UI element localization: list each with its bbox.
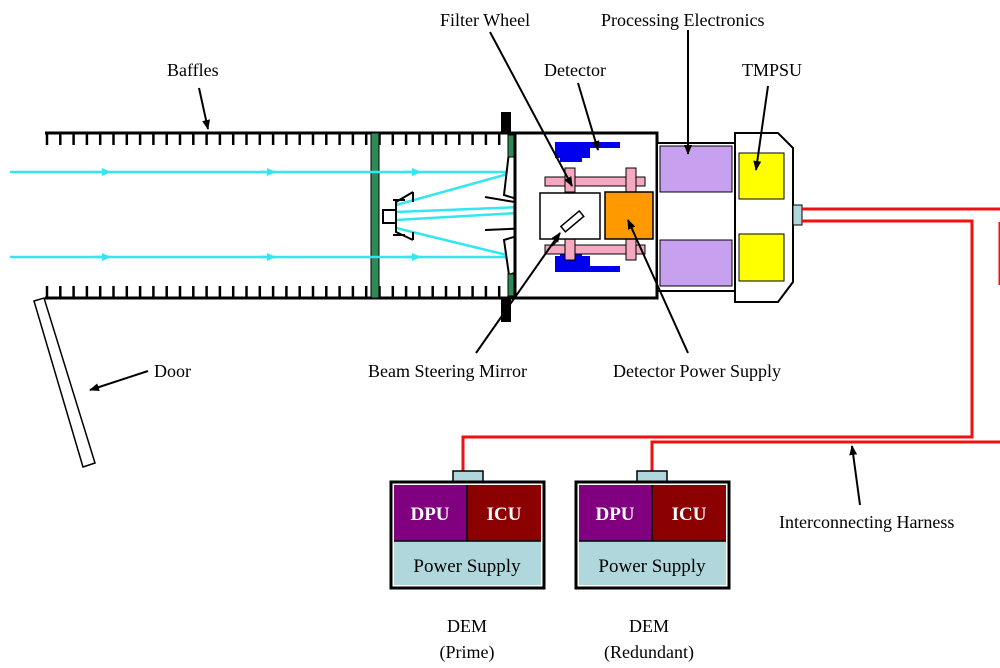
detector-power-supply [604, 191, 654, 240]
door-label: Door [154, 361, 191, 381]
dem-redundant: DPU ICU Power Supply [574, 470, 731, 590]
dem-prime: DPU ICU Power Supply [389, 470, 546, 590]
tmpsu [734, 132, 803, 303]
interconnecting-harness [461, 207, 1000, 472]
dpu-label: DPU [595, 504, 634, 525]
dem-prime-role: (Prime) [440, 642, 495, 663]
callout-arrows [89, 30, 861, 506]
processing-electronics-label: Processing Electronics [601, 10, 764, 30]
ray-direction-arrows [95, 168, 421, 261]
dpu-label: DPU [410, 504, 449, 525]
harness-connector [792, 204, 803, 226]
detector-label: Detector [544, 60, 606, 80]
interconnecting-harness-label: Interconnecting Harness [779, 512, 954, 532]
power-supply-label: Power Supply [413, 556, 521, 577]
bulkhead [370, 132, 380, 299]
mount-flange-top [501, 112, 511, 133]
baffles-top [45, 133, 501, 145]
baffles-bottom [45, 286, 501, 298]
processing-electronics [656, 142, 736, 292]
filter-wheel-label: Filter Wheel [440, 10, 530, 30]
baffles-label: Baffles [167, 60, 219, 80]
icu-label: ICU [487, 504, 522, 525]
dem-redundant-role: (Redundant) [604, 642, 694, 663]
tmpsu-label: TMPSU [742, 60, 802, 80]
dem-prime-name: DEM [447, 616, 487, 636]
light-rays [10, 170, 571, 259]
beam-steering-mirror-label: Beam Steering Mirror [368, 361, 527, 381]
detector-power-supply-label: Detector Power Supply [613, 361, 781, 381]
door [33, 297, 96, 468]
dem-redundant-name: DEM [629, 616, 669, 636]
power-supply-label: Power Supply [598, 556, 706, 577]
detector-chamber [539, 192, 601, 240]
telescope-tube [45, 131, 515, 300]
secondary-mirror [382, 191, 414, 241]
icu-label: ICU [672, 504, 707, 525]
